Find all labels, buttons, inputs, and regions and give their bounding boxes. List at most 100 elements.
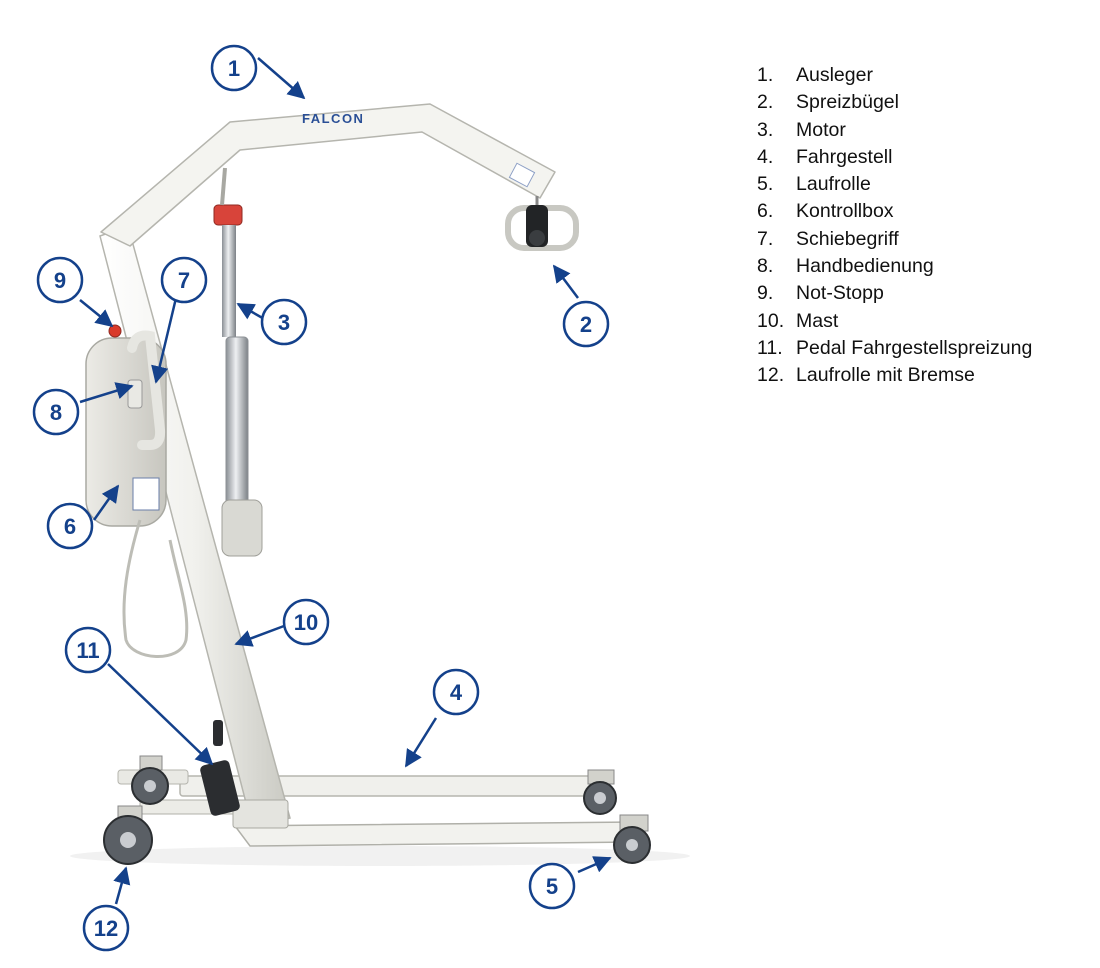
callout-number: 9: [54, 268, 66, 293]
legend-label: Kontrollbox: [796, 200, 894, 223]
callout-8: 8: [32, 388, 80, 436]
callout-12: 12: [82, 904, 130, 952]
control-box: [85, 337, 167, 527]
callout-circle: [82, 904, 130, 952]
callout-circle: [282, 598, 330, 646]
legend-item: 2. Spreizbügel: [757, 89, 1032, 116]
motor-actuator: [213, 167, 263, 557]
legend-number: 2.: [757, 91, 774, 114]
legend-label: Fahrgestell: [796, 145, 893, 168]
legend-number: 3.: [757, 118, 774, 141]
legend-label: Laufrolle mit Bremse: [796, 364, 975, 387]
load-label: [508, 162, 536, 188]
callout-10: 10: [282, 598, 330, 646]
legend-number: 10.: [757, 309, 785, 332]
callout-number: 4: [450, 680, 463, 705]
spread-pedal[interactable]: [199, 720, 241, 817]
legend-label: Laufrolle: [796, 173, 871, 196]
callout-number: 1: [228, 56, 240, 81]
callout-3: 3: [260, 298, 308, 346]
push-handle[interactable]: [127, 330, 166, 450]
legend-label: Motor: [796, 118, 846, 141]
callout-number: 8: [50, 400, 62, 425]
spreader-bar: [505, 196, 579, 251]
legend-item: 10. Mast: [757, 308, 1032, 335]
legend-label: Ausleger: [796, 64, 873, 86]
callout-number: 6: [64, 514, 76, 539]
legend-item: 12. Laufrolle mit Bremse: [757, 362, 1032, 389]
callout-circle: [432, 668, 480, 716]
legend-number: 7.: [757, 227, 774, 250]
legend-item: 11. Pedal Fahrgestellspreizung: [757, 335, 1032, 362]
arrow-icon: [92, 484, 120, 521]
callout-circle: [64, 626, 112, 674]
legend-label: Mast: [796, 309, 839, 332]
arrow-icon: [151, 297, 178, 384]
legend-number: 4.: [757, 145, 774, 168]
legend-item: 5. Laufrolle: [757, 171, 1032, 198]
arrow-icon: [257, 57, 306, 100]
legend-label: Schiebegriff: [796, 227, 899, 250]
callout-2: 2: [562, 300, 610, 348]
caster-front-right: [613, 814, 651, 864]
caster-back-right: [583, 769, 617, 815]
callout-number: 12: [94, 916, 118, 941]
callout-1: 1: [210, 44, 258, 92]
callout-circle: [210, 44, 258, 92]
callout-number: 3: [278, 310, 290, 335]
arrow-icon: [552, 264, 579, 299]
callout-circle: [46, 502, 94, 550]
legend-number: 6.: [757, 200, 774, 223]
callout-circle: [32, 388, 80, 436]
callout-number: 10: [294, 610, 318, 635]
legend-number: 11.: [757, 336, 783, 359]
callout-4: 4: [432, 668, 480, 716]
callout-circle: [260, 298, 308, 346]
mast-base: [232, 799, 289, 829]
arrow-icon: [79, 382, 134, 404]
caster-brake-front: [103, 805, 153, 865]
arrow-icon: [107, 663, 214, 766]
legend-list: 1. Ausleger 2. Spreizbügel 3. Motor 4. Fahrgest…: [757, 62, 1032, 390]
legend-label: Handbedienung: [796, 255, 934, 278]
callout-6: 6: [46, 502, 94, 550]
callout-11: 11: [64, 626, 112, 674]
legend-item: 9. Not-Stopp: [757, 280, 1032, 307]
callout-number: 5: [546, 874, 558, 899]
brand-logo: FALCON: [302, 111, 364, 126]
legend-number: 1.: [757, 64, 774, 86]
legend-item: 3. Motor: [757, 117, 1032, 144]
callout-9: 9: [36, 256, 84, 304]
chassis-back-leg: [117, 769, 601, 797]
callout-number: 2: [580, 312, 592, 337]
boom: [100, 103, 556, 247]
callout-number: 7: [178, 268, 190, 293]
arrow-icon: [113, 866, 131, 905]
arrow-icon: [79, 299, 114, 328]
ground-shadow: [70, 846, 690, 866]
legend-number: 8.: [757, 255, 774, 278]
legend-label: Pedal Fahrgestellspreizung: [796, 336, 1033, 359]
callout-7: 7: [160, 256, 208, 304]
arrow-icon: [404, 717, 438, 768]
callout-circle: [562, 300, 610, 348]
legend-label: Not-Stopp: [796, 282, 884, 305]
legend-item: 4. Fahrgestell: [757, 144, 1032, 171]
legend-number: 12.: [757, 364, 785, 387]
callout-circle: [160, 256, 208, 304]
legend-number: 5.: [757, 173, 774, 196]
arrow-icon: [577, 856, 612, 874]
callout-circle: [528, 862, 576, 910]
legend-item: 1. Ausleger: [757, 62, 1032, 89]
legend-item: 6. Kontrollbox: [757, 198, 1032, 225]
arrow-icon: [234, 624, 285, 647]
callout-circle: [36, 256, 84, 304]
legend-label: Spreizbügel: [796, 91, 899, 114]
legend-item: 8. Handbedienung: [757, 253, 1032, 280]
legend-number: 9.: [757, 282, 774, 305]
caster-brake-back: [131, 755, 169, 805]
emergency-stop-icon[interactable]: [108, 324, 122, 338]
legend-item: 7. Schiebegriff: [757, 226, 1032, 253]
